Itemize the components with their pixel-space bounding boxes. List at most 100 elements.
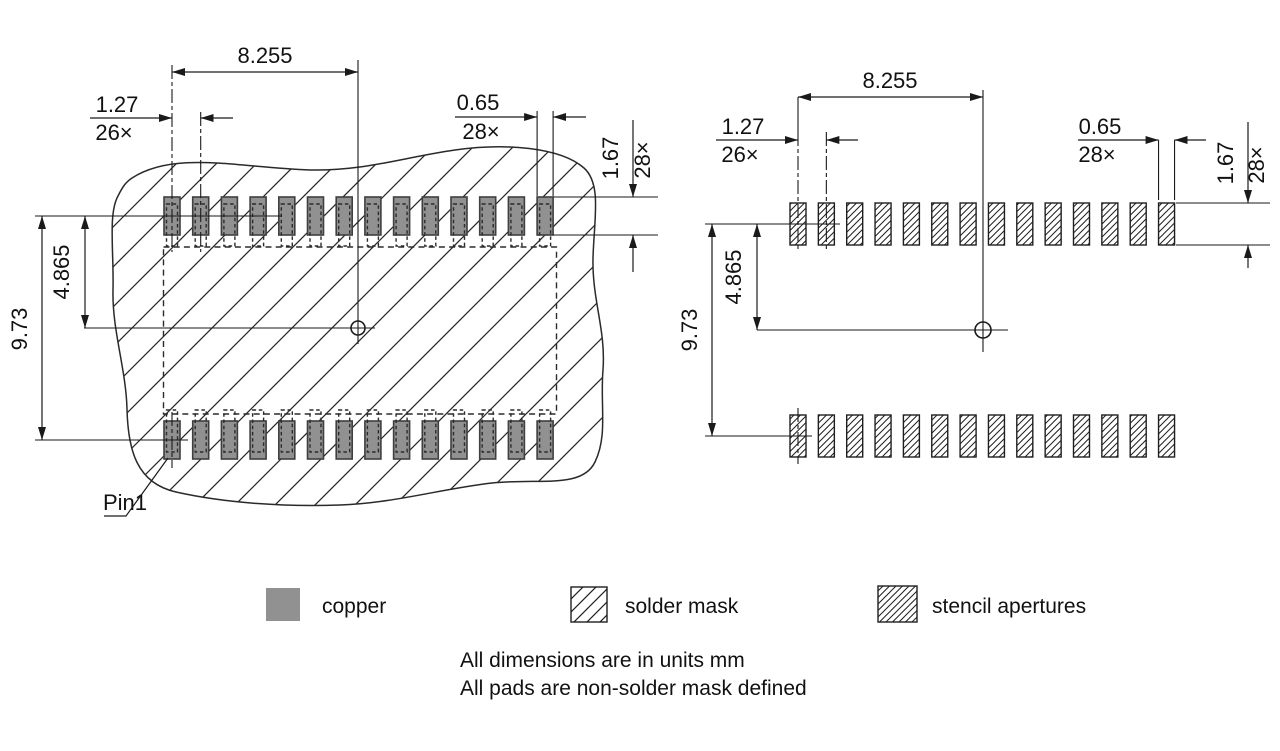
stencil-aperture (874, 202, 892, 246)
stencil-aperture-overlay (194, 409, 207, 453)
stencil-aperture-overlay (395, 409, 408, 453)
stencil-aperture-overlay (251, 203, 265, 247)
dim-pad-width: 0.65 (457, 90, 500, 115)
copper-pad (421, 420, 440, 460)
stencil-aperture (1157, 202, 1176, 246)
hatch-line (299, 146, 604, 506)
solder-mask-swatch (570, 586, 608, 623)
dim-pad-width-count: 28× (462, 119, 499, 144)
copper-pad (335, 420, 354, 460)
copper-pad (392, 420, 411, 460)
stencil-aperture (874, 414, 892, 458)
copper-pad (277, 420, 296, 460)
copper-pad (507, 420, 526, 460)
dim-aperture-width-count: 28× (1078, 142, 1115, 167)
stencil-aperture-overlay (452, 409, 466, 453)
copper-pad (335, 196, 354, 236)
copper-pad (306, 196, 325, 236)
dim-center-to-pin1: 8.255 (237, 43, 292, 68)
right-figure-stencil-pattern: 8.255 1.27 26× 0.65 28× 1.67 28× 4.865 9… (677, 68, 1270, 464)
stencil-aperture (1072, 414, 1091, 458)
solder-mask-label: solder mask (625, 595, 739, 618)
stencil-aperture (931, 414, 949, 458)
copper-pad (536, 196, 554, 236)
copper-pad (191, 420, 210, 460)
hatch-line (112, 146, 451, 506)
copper-pad (536, 420, 554, 460)
stencil-aperture-overlay (223, 203, 236, 247)
copper-pad (392, 196, 411, 236)
stencil-aperture-overlay (395, 203, 408, 247)
dim-pitch-count: 26× (721, 142, 758, 167)
stencil-aperture-overlay (223, 409, 236, 453)
dim-row-offset: 4.865 (49, 244, 74, 299)
stencil-aperture-overlay (366, 203, 380, 247)
hatch-line (112, 146, 371, 506)
copper-pad (306, 420, 325, 460)
stencil-aperture (817, 414, 836, 458)
dim-row-span: 9.73 (677, 309, 702, 352)
hatch-line (620, 50, 1130, 560)
stencil-aperture-overlay (251, 409, 265, 453)
copper-label: copper (322, 595, 386, 618)
stencil-aperture-overlay (424, 409, 437, 453)
hatch-line (0, 50, 90, 560)
hatch-line (459, 146, 604, 506)
stencil-apertures-swatch (877, 585, 918, 623)
stencil-aperture (987, 202, 1006, 246)
hatch-line (112, 146, 411, 506)
hatch-line (219, 146, 604, 506)
pin1-label: Pin1 (103, 490, 147, 515)
stencil-aperture-overlay (309, 203, 322, 247)
dim-aperture-height-count: 28× (1244, 146, 1269, 183)
pin1-leader-line (104, 457, 169, 517)
dim-pad-height-count: 28× (630, 141, 655, 178)
stencil-aperture-overlay (165, 409, 179, 453)
stencil-aperture (1101, 414, 1119, 458)
stencil-aperture-overlay (481, 409, 494, 453)
copper-pad (220, 420, 239, 460)
stencil-aperture-overlay (366, 409, 380, 453)
stencil-aperture (931, 202, 949, 246)
stencil-aperture-overlay (280, 203, 293, 247)
stencil-aperture-overlay (452, 203, 466, 247)
hatch-line (579, 146, 604, 506)
dim-pad-height: 1.67 (598, 137, 623, 180)
stencil-aperture-overlay (338, 409, 351, 453)
solder-mask-hatch (0, 50, 1210, 560)
stencil-aperture-overlay (538, 203, 552, 247)
stencil-aperture (846, 414, 864, 458)
hatch-line (539, 146, 604, 506)
center-mark (974, 321, 992, 339)
copper-pad (249, 420, 267, 460)
stencil-aperture (959, 414, 977, 458)
dim-center-to-pin1: 8.255 (862, 68, 917, 93)
stencil-aperture (1044, 414, 1062, 458)
stencil-aperture (1101, 202, 1119, 246)
stencil-aperture-overlay (424, 203, 437, 247)
stencil-aperture-overlay (538, 409, 552, 453)
hatch-line (379, 146, 604, 506)
stencil-aperture-overlay (309, 409, 322, 453)
stencil-aperture (959, 202, 977, 246)
copper-pad (478, 420, 497, 460)
copper-pad (507, 196, 526, 236)
copper-pad (364, 196, 382, 236)
hatch-line (112, 146, 491, 506)
stencil-aperture (902, 202, 921, 246)
dim-aperture-width: 0.65 (1079, 114, 1122, 139)
hatch-line (139, 146, 604, 506)
stencil-aperture (1129, 414, 1147, 458)
stencil-aperture (1016, 202, 1034, 246)
hatch-line (700, 50, 1210, 560)
stencil-aperture (1072, 202, 1091, 246)
hatch-line (112, 146, 604, 506)
stencil-aperture-overlay (280, 409, 293, 453)
stencil-aperture-overlay (338, 203, 351, 247)
hatch-line (259, 146, 604, 506)
hatch-line (112, 146, 531, 506)
stencil-aperture (1044, 202, 1062, 246)
hatch-line (339, 146, 604, 506)
